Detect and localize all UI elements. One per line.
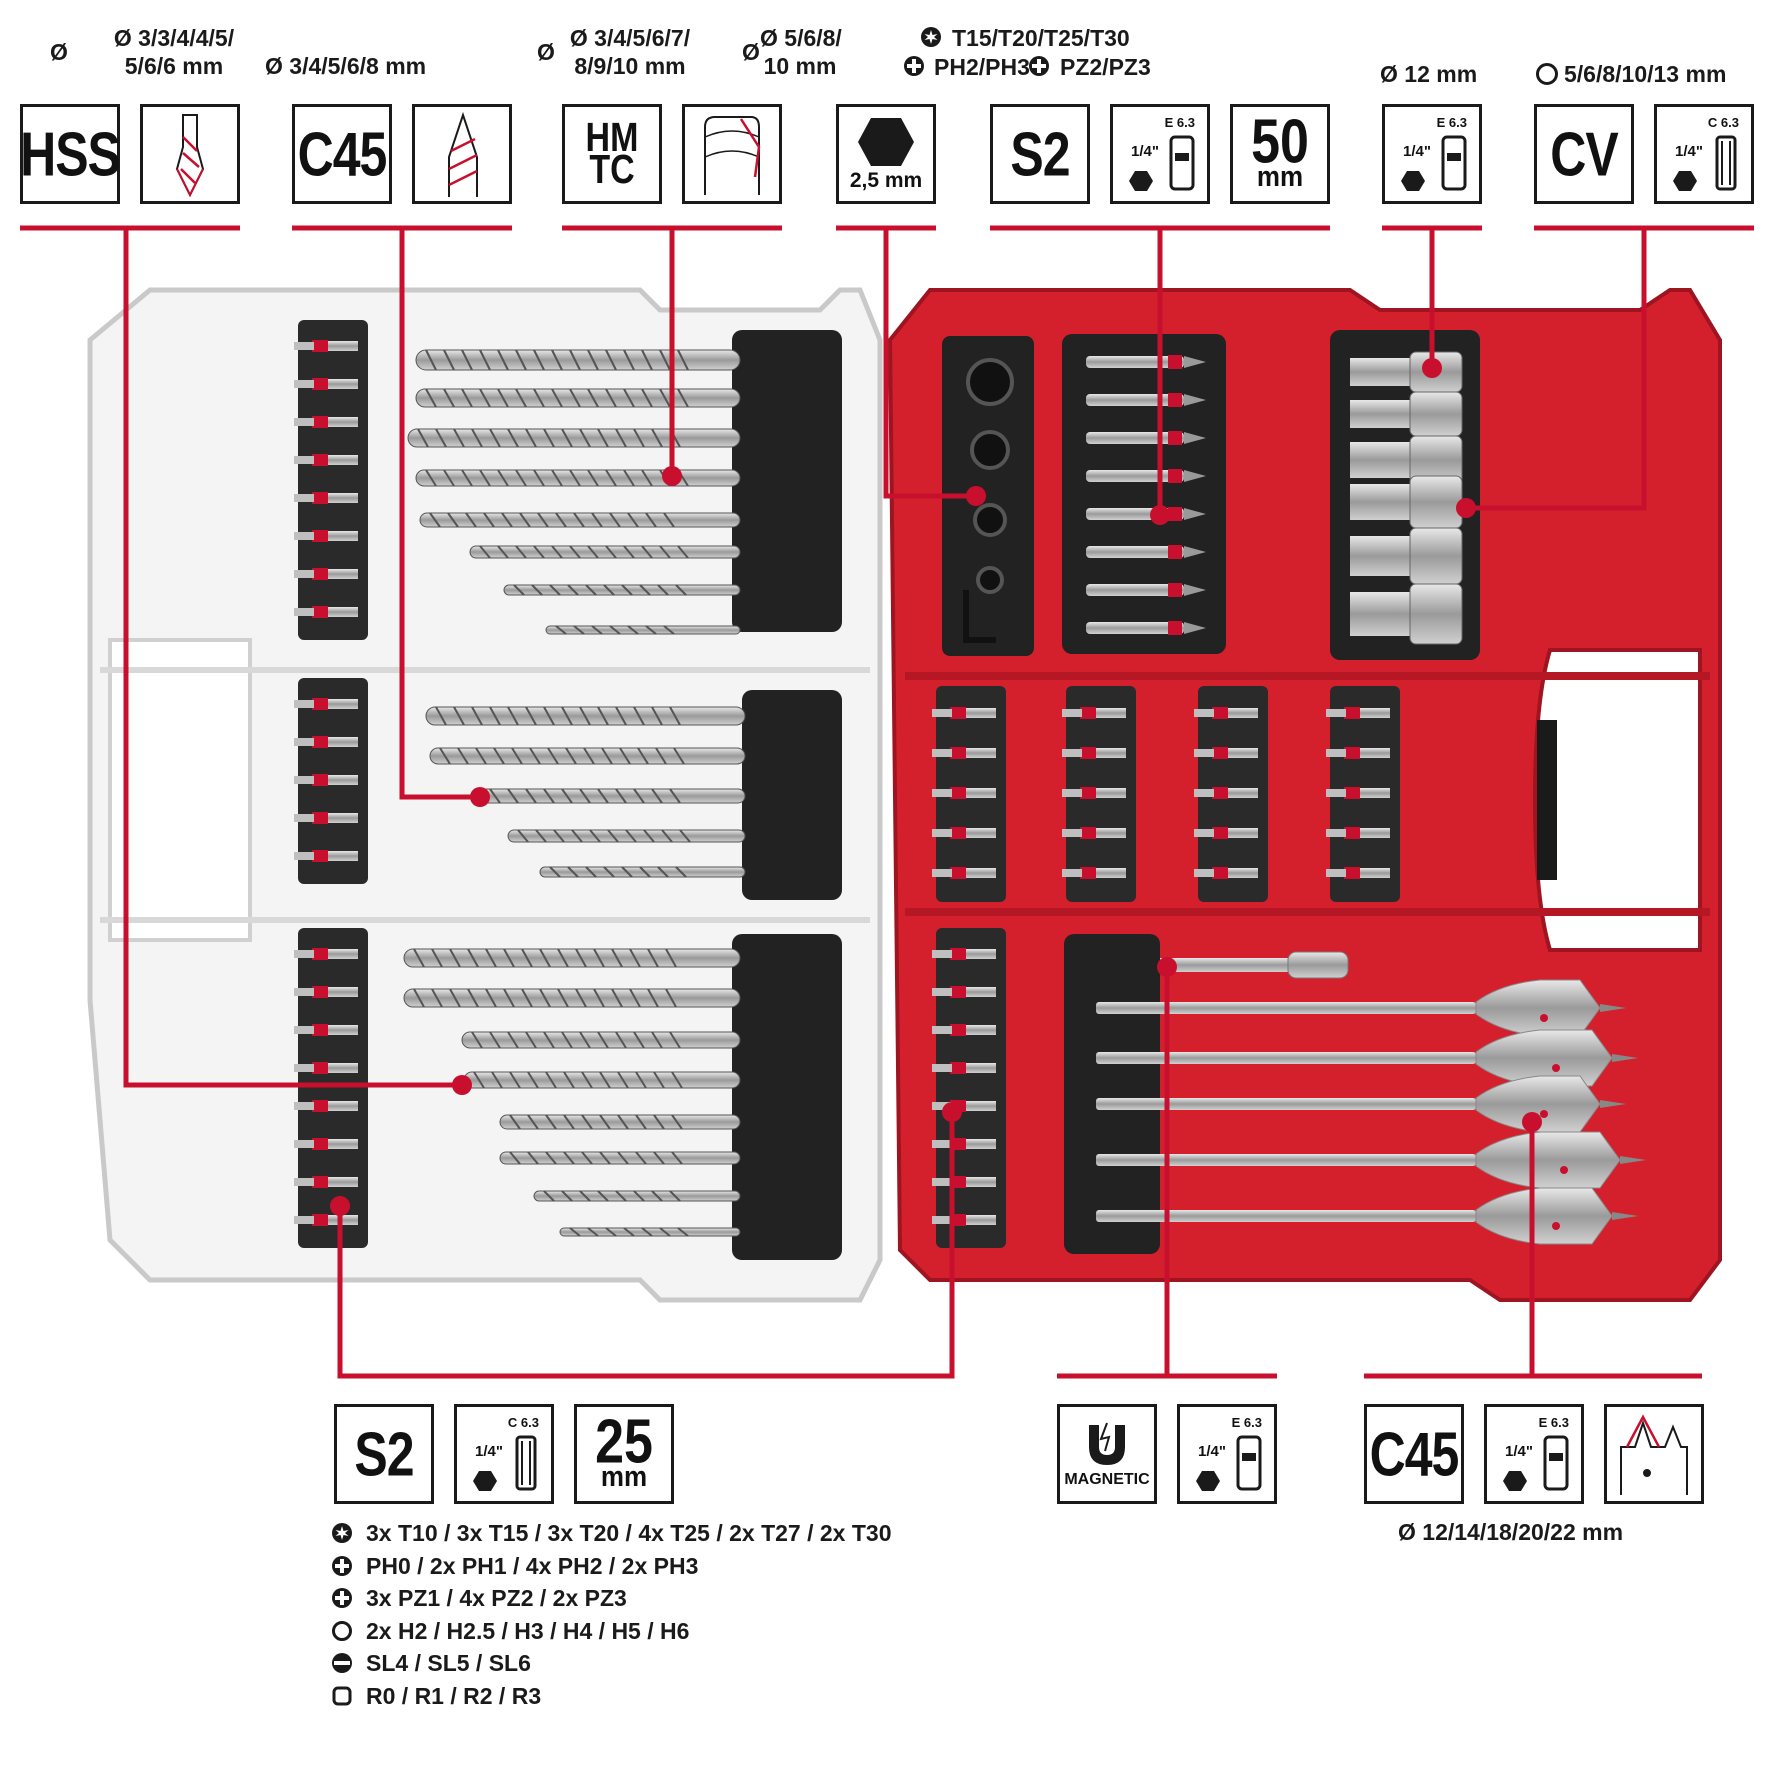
lid-bit-holders (294, 320, 368, 1248)
torx-icon (330, 1521, 354, 1545)
leader-dots (330, 358, 1542, 1216)
spade-diameter-spec: Ø 12/14/18/20/22 mm (1398, 1519, 1624, 1545)
bit-collar (1080, 747, 1096, 759)
bit-collar (312, 850, 328, 862)
e63-shank-badge-countersink: E 6.3 1/4" (1382, 104, 1482, 204)
hex-socket-icon (330, 1619, 354, 1643)
bit-collar (1344, 707, 1360, 719)
bit-collar (1344, 827, 1360, 839)
bit-collar (312, 1138, 328, 1150)
list-item: PH0 / 2x PH1 / 4x PH2 / 2x PH3 (330, 1550, 892, 1583)
bit-collar (1344, 867, 1360, 879)
bit-collar (950, 986, 966, 998)
hex-socket-icon (1536, 63, 1558, 85)
lid-drill-bits (403, 330, 842, 1260)
twist-drill-icon (140, 104, 240, 204)
case-contents (932, 330, 1646, 1254)
bit-collar (312, 492, 328, 504)
bit-collar (312, 1100, 328, 1112)
bit-collar (950, 867, 966, 879)
list-item: 3x PZ1 / 4x PZ2 / 2x PZ3 (330, 1582, 892, 1615)
bit-collar (312, 948, 328, 960)
bit-collar (1344, 787, 1360, 799)
bit-collar (312, 340, 328, 352)
list-item: SL4 / SL5 / SL6 (330, 1647, 892, 1680)
bit-collar (1080, 867, 1096, 879)
e63-shank-badge-magnetic: E 6.3 1/4" (1177, 1404, 1277, 1504)
bit-collar (312, 606, 328, 618)
bit-collar (950, 707, 966, 719)
bit-collar (1344, 747, 1360, 759)
bit-collar (1212, 867, 1228, 879)
phillips-icon (903, 55, 925, 77)
bit-collar (950, 787, 966, 799)
bit-types-list: 3x T10 / 3x T15 / 3x T20 / 4x T25 / 2x T… (330, 1517, 892, 1712)
list-item: 2x H2 / H2.5 / H3 / H4 / H5 / H6 (330, 1615, 892, 1648)
torx-icon (920, 26, 942, 48)
bit-collar (1212, 827, 1228, 839)
bit-collar (312, 736, 328, 748)
c63-shank-badge-top: C 6.3 1/4" (1654, 104, 1754, 204)
s2-badge-top: S2 (990, 104, 1090, 204)
bit-collar (312, 416, 328, 428)
bit-collar (312, 378, 328, 390)
bit-collar (312, 774, 328, 786)
hex-key-badge: 2,5 mm (836, 104, 936, 204)
pozidriv-icon (1028, 55, 1050, 77)
countersink-diameter-spec: Ø 12 mm (1380, 61, 1478, 87)
bit-collar (312, 986, 328, 998)
slotted-icon (330, 1651, 354, 1675)
bit-collar (312, 530, 328, 542)
e63-shank-badge-spade: E 6.3 1/4" (1484, 1404, 1584, 1504)
bit-collar (950, 747, 966, 759)
pozidriv-icon (330, 1586, 354, 1610)
bit-collar (950, 948, 966, 960)
bit-collar (312, 1214, 328, 1226)
c45-wood-diameter-spec: Ø 3/4/5/6/8 mm (265, 53, 427, 79)
bit-collar (1212, 707, 1228, 719)
e63-shank-badge-top: E 6.3 1/4" (1110, 104, 1210, 204)
bit-collar (312, 1176, 328, 1188)
bit-collar (312, 454, 328, 466)
list-item: 3x T10 / 3x T15 / 3x T20 / 4x T25 / 2x T… (330, 1517, 892, 1550)
bit-collar (1212, 747, 1228, 759)
bit-collar (1080, 707, 1096, 719)
bit-collar (312, 812, 328, 824)
bit-collar (950, 1024, 966, 1036)
c45-badge-spade: C45 (1364, 1404, 1464, 1504)
bit-collar (950, 1062, 966, 1074)
wood-drill-icon (412, 104, 512, 204)
cv-badge: CV (1534, 104, 1634, 204)
bit-collar (312, 568, 328, 580)
list-item: R0 / R1 / R2 / R3 (330, 1680, 892, 1713)
magnetic-badge: MAGNETIC (1057, 1404, 1157, 1504)
s2-badge-bottom: S2 (334, 1404, 434, 1504)
bit-collar (1080, 787, 1096, 799)
c45-badge: C45 (292, 104, 392, 204)
c63-shank-badge-bottom: C 6.3 1/4" (454, 1404, 554, 1504)
bit-collar (1212, 787, 1228, 799)
bit-collar (312, 1062, 328, 1074)
spade-bit-icon (1604, 1404, 1704, 1504)
bit-collar (312, 1024, 328, 1036)
bit-collar (312, 698, 328, 710)
hss-badge: HSS (20, 104, 121, 204)
bit-collar (1080, 827, 1096, 839)
bit-collar (950, 827, 966, 839)
magnet-icon (1089, 1422, 1125, 1465)
masonry-drill-icon (682, 104, 782, 204)
phillips-icon (330, 1554, 354, 1578)
square-icon (330, 1684, 354, 1708)
